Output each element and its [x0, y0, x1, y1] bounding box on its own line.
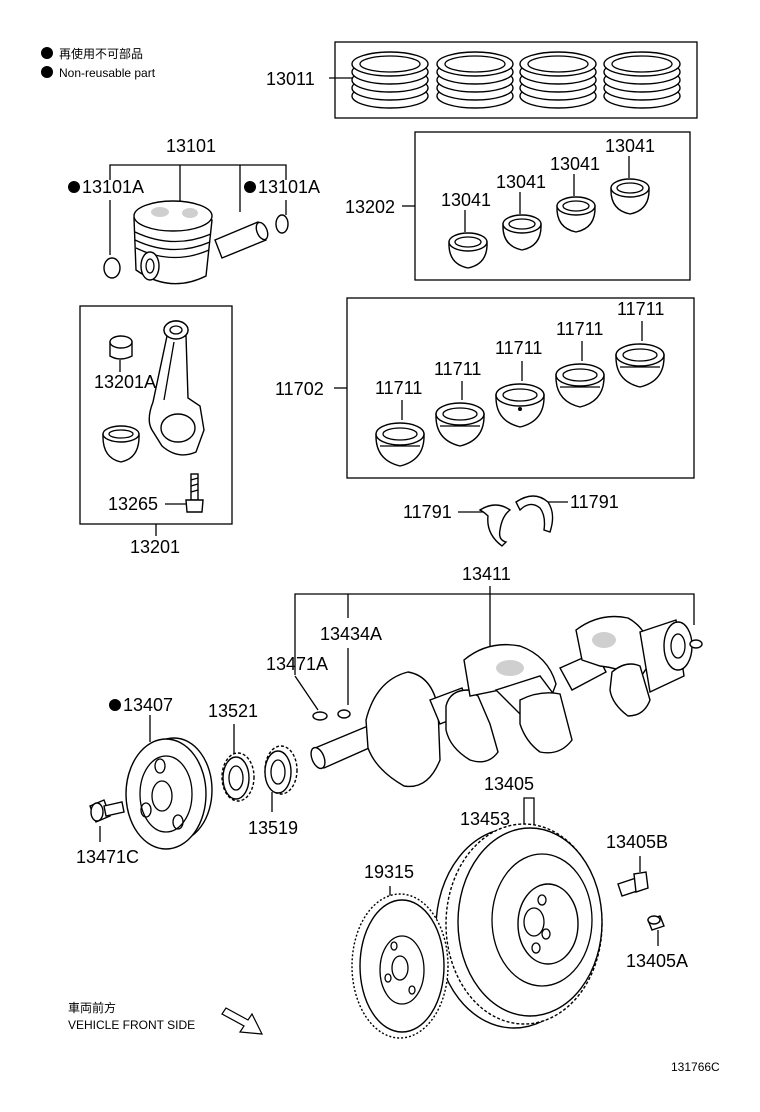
label-13405A[interactable]: 13405A	[626, 951, 688, 971]
label-11711-a[interactable]: 11711	[375, 378, 422, 398]
label-13041-a[interactable]: 13041	[441, 190, 491, 210]
legend-en-text: Non-reusable part	[59, 66, 156, 80]
label-13405[interactable]: 13405	[484, 774, 534, 794]
front-direction-indicator: 車両前方 VEHICLE FRONT SIDE	[68, 1000, 264, 1035]
crank-pulley-icon	[125, 737, 213, 850]
label-13202[interactable]: 13202	[345, 197, 395, 217]
non-reusable-dot-icon	[41, 47, 53, 59]
label-11791-left[interactable]: 11791	[403, 502, 452, 522]
label-11711-e[interactable]: 11711	[617, 299, 664, 319]
label-13521[interactable]: 13521	[208, 701, 258, 721]
connecting-rod-icon	[148, 320, 205, 456]
timing-sprocket-icon	[221, 752, 255, 802]
label-13471A[interactable]: 13471A	[266, 654, 328, 674]
label-13101A-left[interactable]: 13101A	[82, 177, 144, 197]
label-13041-c[interactable]: 13041	[550, 154, 600, 174]
crank-gear-icon	[264, 745, 298, 795]
non-reusable-dot-icon	[244, 181, 256, 193]
rod-bearing-icon	[102, 425, 140, 463]
pulley-bolt-icon	[89, 799, 125, 823]
label-11791-right[interactable]: 11791	[570, 492, 619, 512]
piston-ring-set-group: 13011	[266, 41, 698, 119]
flywheel-bolt-icon	[617, 871, 649, 897]
figure-id: 131766C	[671, 1060, 720, 1074]
label-11702[interactable]: 11702	[275, 379, 324, 399]
flywheel-group: 13405 13453 13405B 13405A	[435, 774, 688, 1029]
label-13434A[interactable]: 13434A	[320, 624, 382, 644]
main-bearings-icon	[375, 343, 665, 467]
label-13411[interactable]: 13411	[462, 564, 511, 584]
flywheel-dowel-icon	[647, 915, 665, 931]
snap-ring-icon	[103, 214, 289, 279]
label-11711-c[interactable]: 11711	[495, 338, 542, 358]
main-bearing-set-group: 11702 11711 11711 11711 11711 11711	[275, 297, 695, 479]
crankshaft-key-icon	[312, 639, 703, 721]
bearing-shells-icon	[448, 178, 650, 269]
label-13041-b[interactable]: 13041	[496, 172, 546, 192]
thrust-washer-group: 11791 11791	[403, 492, 619, 547]
thrust-washer-icon	[478, 495, 554, 547]
label-13011[interactable]: 13011	[266, 69, 315, 89]
label-11711-d[interactable]: 11711	[556, 319, 603, 339]
piston-pin-icon	[214, 221, 269, 259]
label-19315[interactable]: 19315	[364, 862, 414, 882]
drive-plate-icon	[351, 893, 449, 1039]
non-reusable-dot-icon	[68, 181, 80, 193]
piston-group: 13101 13101A 13101A	[68, 136, 320, 285]
flywheel-icon	[435, 823, 603, 1029]
label-11711-b[interactable]: 11711	[434, 359, 481, 379]
label-13453[interactable]: 13453	[460, 809, 510, 829]
crankshaft-group: 13411 13434A 13471A	[266, 564, 703, 788]
piston-icon	[133, 200, 213, 285]
legend-jp-text: 再使用不可部品	[59, 46, 143, 61]
non-reusable-dot-icon	[109, 699, 121, 711]
piston-rings-icon	[351, 51, 681, 109]
label-13041-d[interactable]: 13041	[605, 136, 655, 156]
label-13201A[interactable]: 13201A	[94, 372, 156, 392]
label-13407[interactable]: 13407	[123, 695, 173, 715]
small-end-bushing-icon	[109, 335, 133, 360]
timing-gear-group: 13521 13519	[208, 701, 298, 838]
crankshaft-icon	[310, 615, 693, 788]
crank-pulley-group: 13407 13471C	[76, 695, 213, 867]
connecting-rod-group: 13201 13201A 13265	[79, 305, 233, 557]
label-13519[interactable]: 13519	[248, 818, 298, 838]
label-13265[interactable]: 13265	[108, 494, 158, 514]
label-13201[interactable]: 13201	[130, 537, 180, 557]
legend: 再使用不可部品 Non-reusable part	[41, 46, 156, 80]
direction-en-text: VEHICLE FRONT SIDE	[68, 1018, 195, 1032]
label-13471C[interactable]: 13471C	[76, 847, 139, 867]
rod-bearing-set-group: 13202 13041 13041 13041 13041	[345, 131, 691, 281]
front-arrow-icon	[221, 1007, 264, 1035]
label-13405B[interactable]: 13405B	[606, 832, 668, 852]
label-13101[interactable]: 13101	[166, 136, 216, 156]
direction-jp-text: 車両前方	[68, 1000, 116, 1015]
label-13101A-right[interactable]: 13101A	[258, 177, 320, 197]
rod-bolt-icon	[185, 473, 204, 513]
drive-plate-group: 19315	[351, 862, 449, 1039]
non-reusable-dot-icon	[41, 66, 53, 78]
piston-ring-set-frame	[334, 41, 698, 119]
